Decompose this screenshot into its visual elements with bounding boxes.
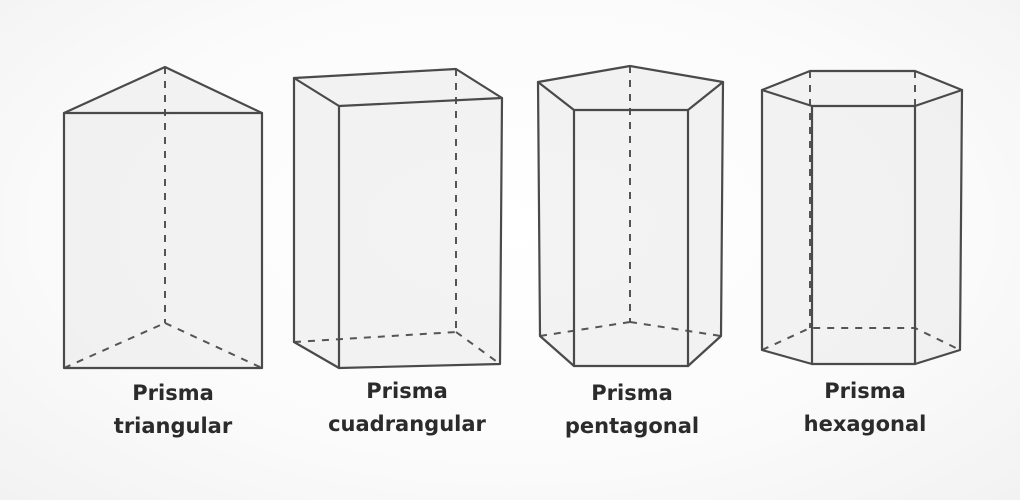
triangular-outline bbox=[62, 65, 264, 370]
pentagonal-top-face bbox=[538, 66, 723, 110]
label-hexagonal-prism: Prisma hexagonal bbox=[755, 375, 975, 441]
pentagonal-right-face bbox=[688, 82, 723, 366]
label-word-prisma: Prisma bbox=[591, 381, 673, 405]
hexagonal-prism bbox=[760, 69, 964, 366]
triangular-hidden-base-right bbox=[164, 322, 263, 369]
pentagonal-hidden-base-left bbox=[539, 321, 631, 337]
quadrangular-prism bbox=[292, 67, 504, 370]
label-type-name: hexagonal bbox=[803, 412, 927, 436]
hexagonal-hidden-base bbox=[761, 327, 961, 351]
quadrangular-front-face bbox=[339, 98, 502, 368]
triangular-top-face bbox=[64, 67, 262, 113]
hexagonal-top-face bbox=[762, 71, 962, 106]
label-word-prisma: Prisma bbox=[824, 379, 906, 403]
triangular-front-face bbox=[64, 113, 262, 368]
label-pentagonal-prism: Prisma pentagonal bbox=[522, 377, 742, 443]
triangular-hidden-base-left bbox=[63, 322, 166, 369]
label-quadrangular-prism: Prisma cuadrangular bbox=[297, 375, 517, 441]
label-triangular-prism: Prisma triangular bbox=[63, 377, 283, 443]
pentagonal-left-face bbox=[538, 82, 574, 366]
label-type-name: triangular bbox=[113, 414, 233, 438]
pentagonal-outline bbox=[536, 64, 725, 368]
quadrangular-hidden-base-right bbox=[455, 331, 501, 365]
hexagonal-top-front-edges bbox=[760, 88, 964, 108]
hexagonal-right-face bbox=[915, 90, 962, 364]
hexagonal-left-face bbox=[762, 90, 812, 364]
label-word-prisma: Prisma bbox=[366, 379, 448, 403]
triangular-prism bbox=[62, 65, 264, 370]
quadrangular-top-face bbox=[294, 69, 502, 106]
label-type-name: cuadrangular bbox=[328, 412, 486, 436]
pentagonal-prism bbox=[536, 64, 725, 368]
label-type-name: pentagonal bbox=[564, 414, 700, 438]
quadrangular-side-face bbox=[294, 78, 339, 368]
pentagonal-top-front-edges bbox=[536, 80, 725, 112]
pentagonal-hidden-base-right bbox=[629, 321, 722, 337]
hexagonal-front-face bbox=[812, 106, 915, 364]
label-word-prisma: Prisma bbox=[132, 381, 214, 405]
